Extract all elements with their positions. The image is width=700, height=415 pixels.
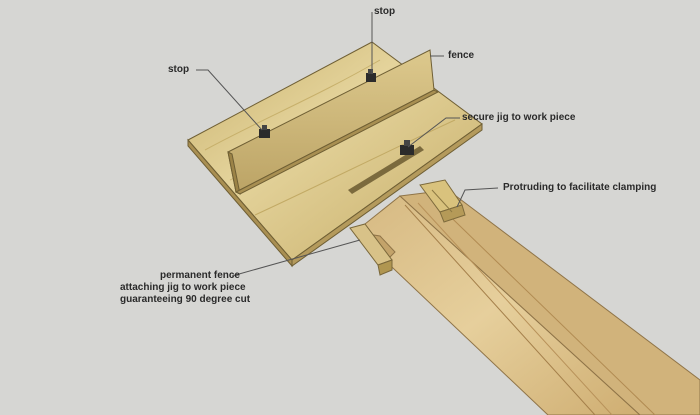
leader-stop-left <box>196 69 263 131</box>
leader-protruding <box>456 187 499 208</box>
leader-permanent <box>231 239 361 277</box>
adjustment-slot <box>348 146 424 194</box>
label-permanent-line1: permanent fence <box>159 270 240 281</box>
stop-hardware-top <box>366 69 376 82</box>
label-stop-left: stop <box>168 64 190 75</box>
label-permanent-line3: guaranteeing 90 degree cut <box>120 294 251 305</box>
label-secure: secure jig to work piece <box>462 112 576 123</box>
work-piece-plank <box>353 189 700 415</box>
secure-knob <box>400 140 414 155</box>
label-stop-top: stop <box>374 6 396 17</box>
label-fence: fence <box>448 50 475 61</box>
permanent-fence <box>349 223 393 276</box>
label-permanent-line2: attaching jig to work piece <box>120 282 246 293</box>
label-permanent-fence: permanent fence attaching jig to work pi… <box>120 270 251 306</box>
leader-secure <box>407 117 460 148</box>
clamping-strips <box>419 179 466 223</box>
leader-lines <box>196 12 499 277</box>
fence-board <box>227 49 440 195</box>
stop-hardware-left <box>259 125 270 138</box>
label-protruding: Protruding to facilitate clamping <box>503 182 657 193</box>
